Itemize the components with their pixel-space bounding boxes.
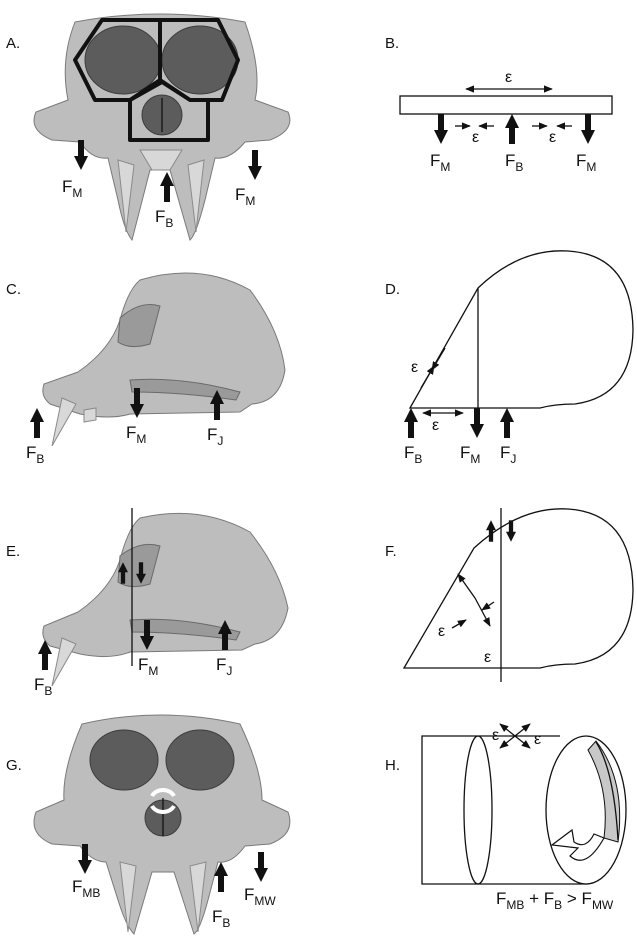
label-fm: FM [460,443,480,466]
panel-f: F. ε ε [385,508,633,682]
skull-schematic [410,251,633,408]
panel-b: B. ε ε ε FM FB FM [385,35,612,174]
force-arrow-fb [505,114,519,144]
beam [400,96,612,114]
panel-f-label: F. [385,543,397,560]
panel-g: G. FMB FMW FB [6,715,290,934]
eps-left: ε [472,129,479,146]
label-fb: FB [505,151,523,174]
label-fb: FB [404,443,422,466]
label-fj: FJ [216,655,232,678]
panel-c-label: C. [6,281,21,298]
panel-e-label: E. [6,543,20,560]
eps-base: ε [432,417,439,434]
strain-tension-2 [475,598,490,626]
strain-comp-2 [452,620,466,628]
force-arrow-fm-1 [434,114,448,144]
panel-a-label: A. [6,35,20,52]
panel-g-label: G. [6,757,22,774]
label-fm: FM [126,423,146,446]
force-arrow-fm-right [248,150,262,180]
eps-slant: ε [411,359,418,376]
label-fb: FB [34,675,52,698]
support-bracket [422,736,478,884]
eps-b: ε [484,649,491,666]
label-fm: FM [138,655,158,678]
strain-slant-2 [421,366,434,388]
label-fm-right: FM [235,185,255,208]
label-fm-1: FM [430,151,450,174]
eps-a: ε [438,623,445,640]
force-arrow-fm [470,408,484,438]
panel-e: E. FB FM FJ [6,508,288,698]
skull-schematic [404,509,633,668]
force-arrow-fb [30,408,44,438]
force-arrow-fb [404,408,418,438]
panel-b-label: B. [385,35,399,52]
eps-right: ε [549,129,556,146]
label-fb: FB [212,907,230,930]
panel-c: C. FB FM FJ [6,273,285,466]
force-arrow-fm-2 [581,114,595,144]
strain-tension-1 [458,574,475,598]
cylinder-left-cap [464,736,492,884]
force-arrow-fj [500,408,514,438]
label-fm-2: FM [576,151,596,174]
skull-side-view [43,273,285,446]
eps-a: ε [492,727,499,744]
eps-top: ε [505,69,512,86]
panel-d-label: D. [385,281,400,298]
label-fmw: FMW [244,885,276,908]
label-fm-left: FM [62,177,82,200]
strain-comp-1 [482,602,494,610]
eps-b: ε [534,731,541,748]
panel-a: A. FM FB FM [6,14,290,240]
panel-d: D. ε ε FB FM FJ [385,251,633,466]
skull-side-view [43,513,288,686]
label-fj: FJ [500,443,516,466]
label-fj: FJ [207,425,223,448]
force-balance-equation: FMB + FB > FMW [496,889,614,912]
label-fb: FB [26,443,44,466]
force-arrow-fmw [254,852,268,882]
label-fb: FB [155,207,173,230]
panel-h-label: H. [385,757,400,774]
label-fmb: FMB [72,877,100,900]
panel-h: H. ε ε FMB + FB > FMW [385,724,626,912]
